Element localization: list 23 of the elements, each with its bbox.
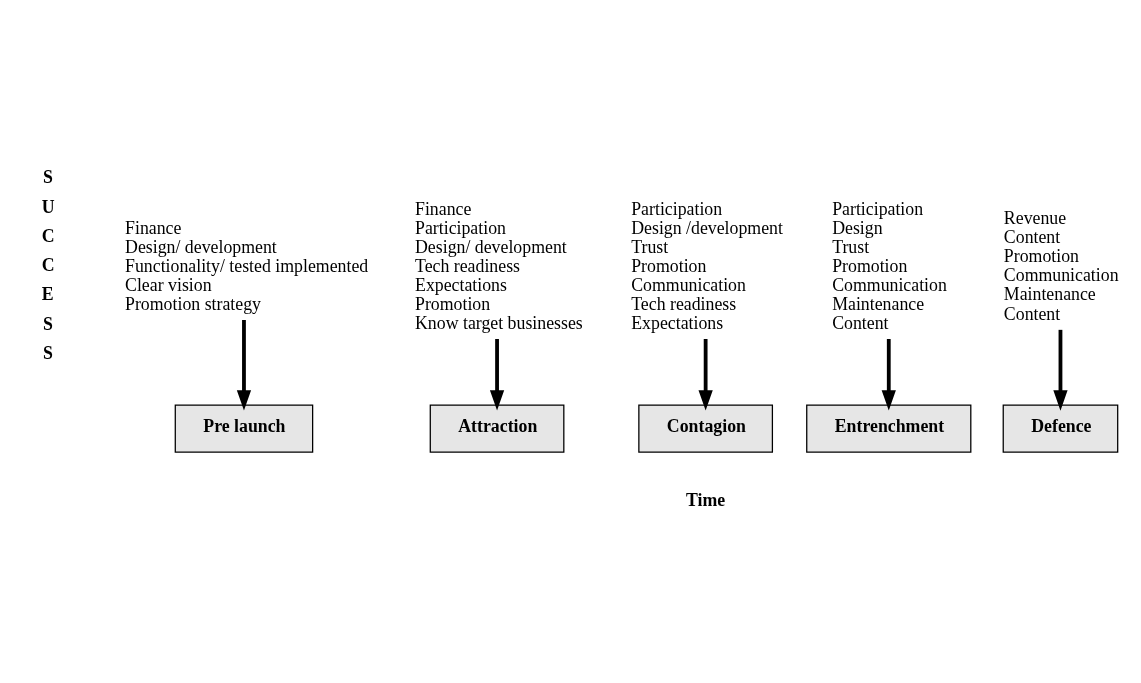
label: S: [43, 167, 53, 188]
arrow: [881, 339, 896, 411]
node-box: Contagion: [638, 404, 774, 453]
node-text: Finance Design/ development Functionality/ tested implemented Clear vision Promotion strategy: [125, 217, 369, 314]
label: Time: [685, 490, 726, 511]
node-text: Participation Design Trust Promotion Communication Maintenance Content: [832, 198, 947, 334]
arrow: [489, 339, 505, 411]
node-text: Participation Design /development Trust Promotion Communication Tech readiness Expectations: [631, 198, 783, 334]
arrow: [236, 320, 252, 411]
node-box: Defence: [1002, 404, 1119, 453]
label: U: [41, 196, 55, 217]
node-box: Pre launch: [174, 404, 314, 453]
label: C: [41, 225, 55, 246]
label: E: [41, 284, 54, 305]
node-box: Attraction: [429, 404, 565, 453]
node-text: Revenue Content Promotion Communication Maintenance Content: [1003, 208, 1119, 324]
arrow: [698, 339, 713, 411]
label: C: [41, 255, 55, 276]
label: S: [43, 313, 53, 334]
node-text: Finance Participation Design/ development Tech readiness Expectations Promotion Know target businesses: [415, 198, 583, 334]
label: S: [43, 342, 53, 363]
arrow: [1053, 329, 1068, 411]
node-box: Entrenchment: [806, 404, 972, 453]
